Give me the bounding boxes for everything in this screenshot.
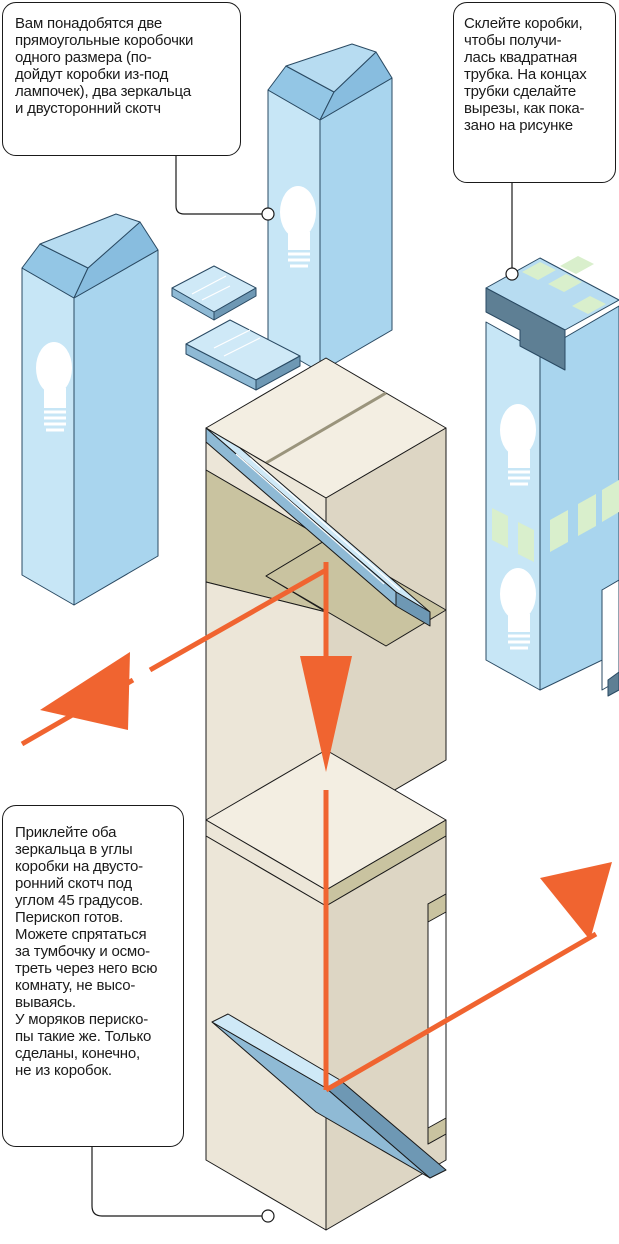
leader-dot-mirrors [261,1209,275,1223]
tube-tape-strips [492,256,619,562]
leader-lines [91,156,519,1223]
callout-mirrors-line: сделаны, конечно, [15,1045,141,1062]
callout-glue-line: трубка. На концах [464,66,587,83]
leader-line-materials [175,156,262,215]
periscope [205,357,447,1231]
center-box-top-tab [285,43,377,93]
left-bulb-box [21,213,159,606]
callout-glue-line: лась квадратная [464,49,578,66]
callout-mirrors-line: не из коробок. [15,1062,112,1079]
periscope-lower-window [427,893,447,1145]
callout-mirrors-line: ронний скотч под [15,875,132,892]
leader-dot-materials [261,207,275,221]
callout-glue-line: вырезы, как пока- [464,100,585,117]
callout-materials-line: Вам понадобятся две [15,15,162,32]
mirror-top [171,265,257,321]
callout-mirrors-line: комнату, не высо- [15,977,136,994]
callout-mirrors-line: вываясь. [15,994,76,1011]
periscope-lower-mirror [211,1013,447,1179]
light-bulb-icon [500,404,536,486]
callout-glue: Склейте коробки, чтобы получи- лась квад… [453,2,616,183]
callout-mirrors-line: Можете спрятаться [15,926,147,943]
left-box-front [21,267,75,606]
center-box-side [319,77,393,373]
glued-tube [485,256,619,697]
light-bulb-icon [280,186,316,268]
tube-bottom-cutout [601,579,619,697]
callout-materials-line: прямоугольные коробочки [15,32,194,49]
callout-mirrors-line: Перископ готов. [15,909,124,926]
down-arrowhead [300,656,352,772]
light-bulb-icon [500,568,536,650]
periscope-upper-floor [265,539,447,647]
callout-mirrors-line: зеркальца в углы [15,841,133,858]
tube-top-slot [485,287,566,371]
outgoing-arrowhead [540,862,612,940]
callout-mirrors: Приклейте оба зеркальца в углы коробки н… [2,805,184,1147]
callout-glue-line: чтобы получи- [464,32,562,49]
callout-materials-line: дойдут коробки из-под [15,66,169,83]
callout-mirrors-line: коробки на двусто- [15,858,143,875]
center-bulb-box [267,43,393,373]
callout-mirrors-line: треть через него всю [15,960,158,977]
callout-glue-line: зано на рисунке [464,117,573,134]
callout-mirrors-line: углом 45 градусов. [15,892,144,909]
periscope-upper-mirror [205,427,431,627]
callout-materials-line: одного размера (по- [15,49,152,66]
callout-mirrors-line: пы такие же. Только [15,1028,152,1045]
callout-materials-line: лампочек), два зеркальца [15,83,191,100]
light-path [20,562,612,1093]
incoming-arrowhead [40,652,130,730]
callout-mirrors-line: Приклейте оба [15,824,117,841]
leader-line-mirrors [91,1147,262,1217]
leader-dot-glue [505,267,519,281]
callout-mirrors-line: У моряков периско- [15,1011,149,1028]
callout-glue-line: Склейте коробки, [464,15,583,32]
callout-mirrors-line: за тумбочку и осмо- [15,943,150,960]
left-box-side [73,249,159,606]
loose-mirrors [171,265,301,391]
left-box-top-tab [39,213,141,269]
light-bulb-icon [36,342,72,432]
callout-materials: Вам понадобятся две прямоугольные коробо… [2,2,241,156]
outgoing-ray [324,931,598,1093]
callout-materials-line: и двусторонний скотч [15,100,161,117]
mirror-bottom [185,319,301,391]
tube-side [539,305,619,691]
callout-glue-line: трубки сделайте [464,83,577,100]
